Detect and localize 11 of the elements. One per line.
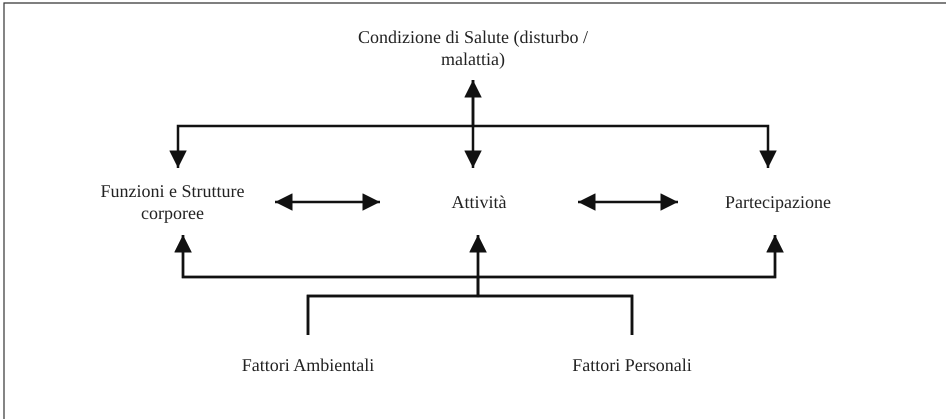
arrow <box>476 235 784 335</box>
node-label: Attività <box>452 190 506 212</box>
node-label: Fattori Personali <box>572 354 692 376</box>
arrow <box>578 193 678 211</box>
node-label: Partecipazione <box>725 190 831 212</box>
node-label: Funzioni e Strutture corporee <box>100 180 246 224</box>
arrow <box>464 80 482 168</box>
arrow <box>472 80 777 168</box>
node-label: Fattori Ambientali <box>242 354 374 376</box>
node-label: Condizione di Salute (disturbo / malattia) <box>357 26 589 70</box>
arrow <box>275 193 380 211</box>
